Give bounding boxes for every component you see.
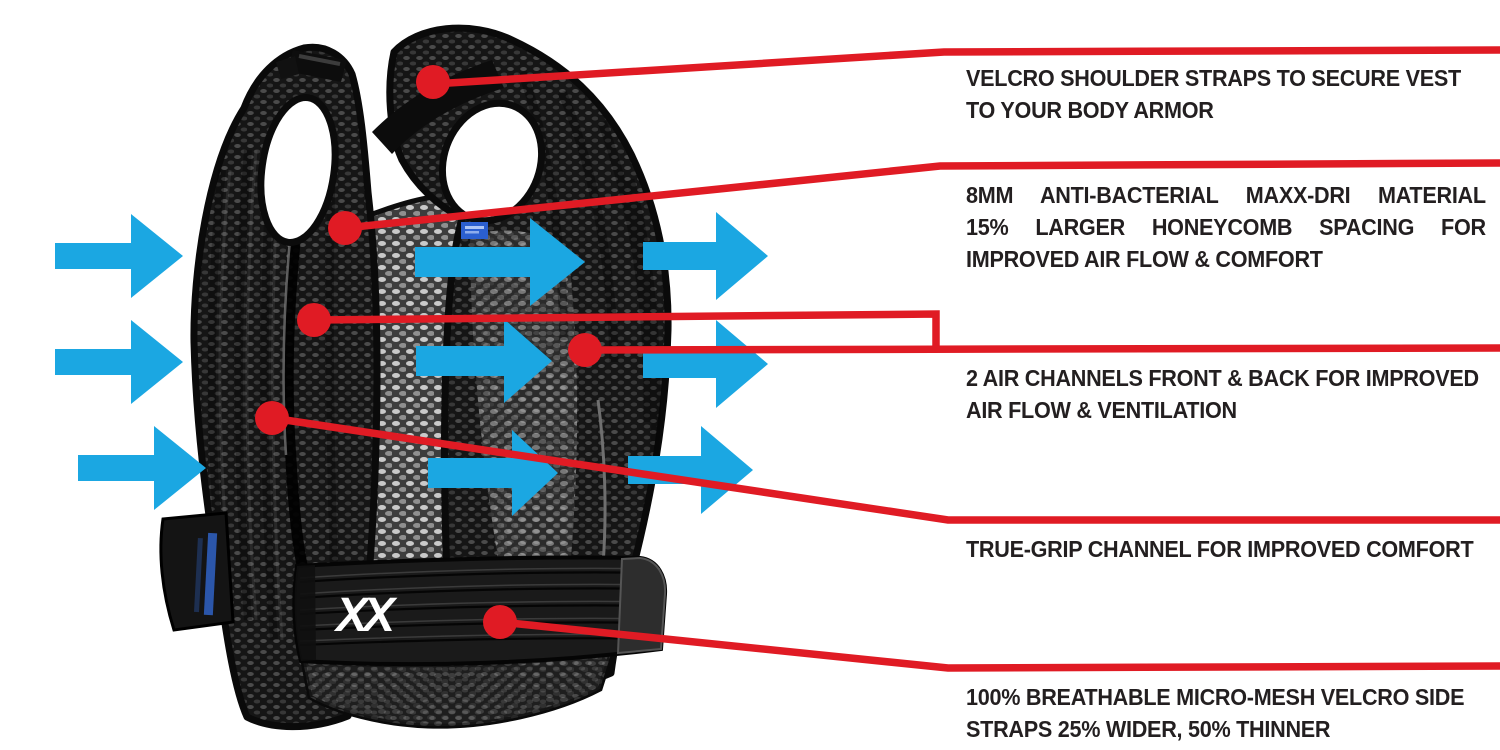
vest-front-neck-opening [257, 94, 339, 246]
airflow-arrow-icon [428, 430, 558, 516]
vest-side-velcro-blue-strip [203, 532, 218, 616]
vest-waist-strap-velcro-end [616, 556, 667, 655]
vest-true-grip-seam-highlight [282, 239, 292, 456]
airflow-arrow-icon [628, 426, 753, 514]
callout-dot [297, 303, 331, 337]
brand-logo-xx: XX [333, 589, 398, 642]
airflow-arrow-icon [643, 320, 768, 408]
annotation-line: 15% LARGER HONEYCOMB SPACING FOR [966, 214, 1486, 240]
callout-line [432, 46, 1500, 88]
airflow-arrow-icon [643, 212, 768, 300]
annotation-line: 2 AIR CHANNELS FRONT & BACK FOR IMPROVED [966, 365, 1479, 391]
vest-bottom-flap-sheen [303, 651, 612, 727]
annotation-line: TO YOUR BODY ARMOR [966, 97, 1214, 123]
annotation-micro-mesh-side-straps: 100% BREATHABLE MICRO-MESH VELCRO SIDE S… [966, 681, 1486, 745]
vest-side-velcro-blue-strip-2 [194, 537, 203, 613]
annotation-line: TRUE-GRIP CHANNEL FOR IMPROVED COMFORT [966, 536, 1474, 562]
vest-waist-strap-left-loop [294, 565, 316, 661]
annotation-line: IMPROVED AIR FLOW & COMFORT [966, 246, 1323, 272]
callout-dots [255, 65, 602, 639]
annotation-maxx-dri-material: 8MM ANTI-BACTERIAL MAXX-DRI MATERIAL 15%… [966, 179, 1486, 275]
vest-illustration: XX [159, 24, 672, 731]
vest-shoulder-buckle-tab [276, 56, 299, 79]
callout-line [584, 344, 1500, 354]
vest-back-edge-highlight [596, 399, 607, 566]
callout-lines [271, 46, 1500, 672]
callout-dot [328, 211, 362, 245]
airflow-arrow-icon [416, 319, 552, 403]
annotation-air-channels: 2 AIR CHANNELS FRONT & BACK FOR IMPROVED… [966, 362, 1486, 426]
callout-dot [255, 401, 289, 435]
annotation-line: 8MM ANTI-BACTERIAL MAXX-DRI MATERIAL [966, 182, 1486, 208]
callout-line [271, 414, 1500, 524]
callout-line [499, 618, 1500, 672]
airflow-arrow-icon [55, 214, 183, 298]
annotation-line: STRAPS 25% WIDER, 50% THINNER [966, 716, 1331, 742]
vest-true-grip-seam [282, 231, 308, 567]
annotation-velcro-shoulder-straps: VELCRO SHOULDER STRAPS TO SECURE VEST TO… [966, 62, 1486, 126]
airflow-arrows [55, 212, 768, 516]
vest-blue-tag [461, 222, 488, 239]
annotation-line: AIR FLOW & VENTILATION [966, 397, 1237, 423]
airflow-arrow-icon [78, 426, 206, 510]
annotation-line: VELCRO SHOULDER STRAPS TO SECURE VEST [966, 65, 1461, 91]
callout-line [313, 310, 940, 352]
callout-line [344, 159, 1500, 232]
callout-dot [483, 605, 517, 639]
airflow-arrow-icon [415, 218, 585, 306]
airflow-arrow-icon [55, 320, 183, 404]
annotation-line: 100% BREATHABLE MICRO-MESH VELCRO SIDE [966, 684, 1465, 710]
callout-dot [568, 333, 602, 367]
callout-dot [416, 65, 450, 99]
vest-shoulder-buckle-bar [298, 54, 341, 66]
annotation-true-grip-channel: TRUE-GRIP CHANNEL FOR IMPROVED COMFORT [966, 533, 1486, 565]
